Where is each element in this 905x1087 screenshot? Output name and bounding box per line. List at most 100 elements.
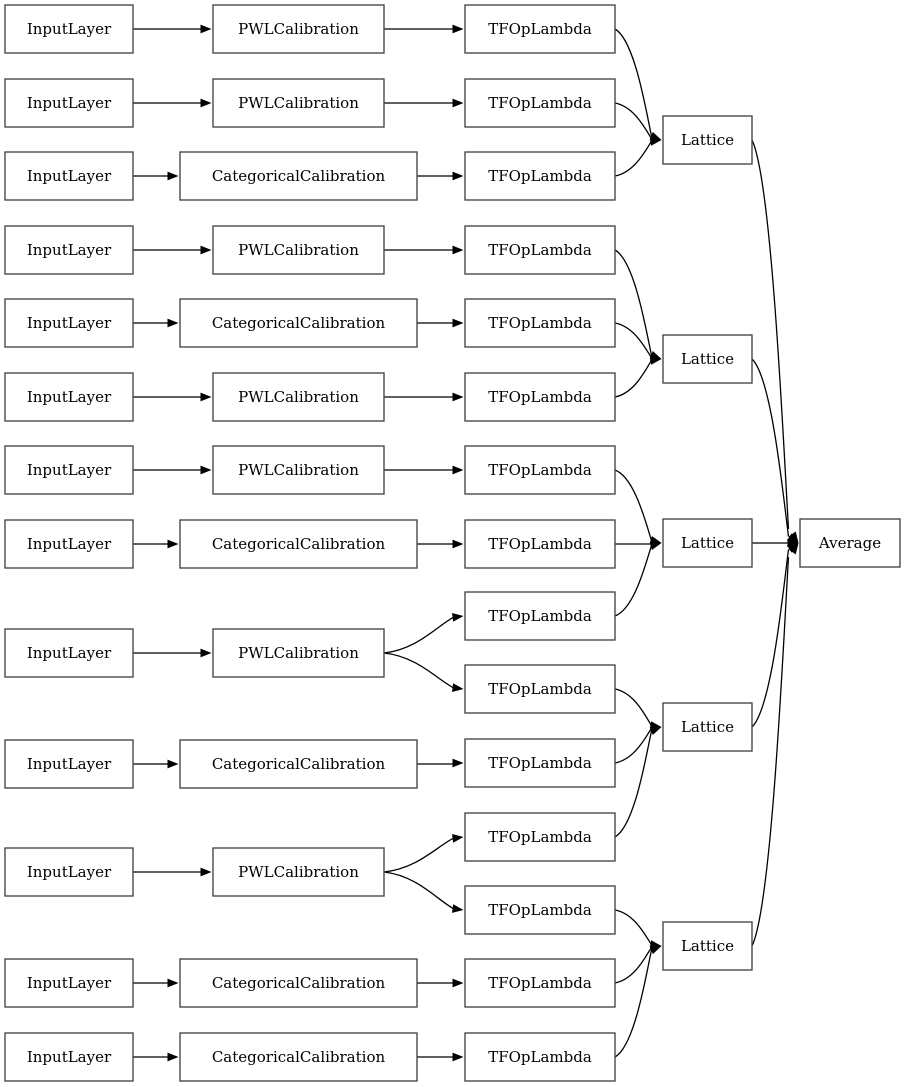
node-box[interactable] [799, 518, 901, 568]
node-box[interactable] [212, 445, 385, 495]
node-box[interactable] [4, 4, 134, 54]
node-box[interactable] [4, 958, 134, 1008]
node-tfop-lambda-op4[interactable]: TFOpLambda [464, 225, 616, 275]
node-box[interactable] [4, 847, 134, 897]
node-lattice-lat1[interactable]: Lattice [662, 115, 753, 165]
node-input-layer-in8[interactable]: InputLayer [4, 519, 134, 569]
node-box[interactable] [662, 518, 753, 568]
node-box[interactable] [464, 298, 616, 348]
node-box[interactable] [212, 372, 385, 422]
node-tfop-lambda-op11[interactable]: TFOpLambda [464, 738, 616, 788]
node-input-layer-in12[interactable]: InputLayer [4, 958, 134, 1008]
node-tfop-lambda-op3[interactable]: TFOpLambda [464, 151, 616, 201]
node-box[interactable] [464, 812, 616, 862]
node-lattice-lat4[interactable]: Lattice [662, 702, 753, 752]
node-box[interactable] [464, 1032, 616, 1082]
node-tfop-lambda-op9[interactable]: TFOpLambda [464, 591, 616, 641]
node-tfop-lambda-op8[interactable]: TFOpLambda [464, 519, 616, 569]
node-box[interactable] [662, 921, 753, 971]
node-box[interactable] [179, 151, 418, 201]
node-input-layer-in5[interactable]: InputLayer [4, 298, 134, 348]
node-box[interactable] [4, 298, 134, 348]
node-box[interactable] [464, 4, 616, 54]
node-box[interactable] [464, 445, 616, 495]
node-input-layer-in1[interactable]: InputLayer [4, 4, 134, 54]
node-box[interactable] [662, 702, 753, 752]
edge-arrowhead [452, 171, 464, 181]
node-categorical-calibration-cal13[interactable]: CategoricalCalibration [179, 1032, 418, 1082]
node-average-avg[interactable]: Average [799, 518, 901, 568]
node-label: TFOpLambda [488, 388, 592, 406]
node-input-layer-in10[interactable]: InputLayer [4, 739, 134, 789]
node-label: TFOpLambda [488, 974, 592, 992]
node-box[interactable] [464, 591, 616, 641]
node-pwlcalibration-cal6[interactable]: PWLCalibration [212, 372, 385, 422]
node-box[interactable] [662, 334, 753, 384]
node-input-layer-in3[interactable]: InputLayer [4, 151, 134, 201]
node-box[interactable] [662, 115, 753, 165]
node-box[interactable] [179, 739, 418, 789]
node-box[interactable] [212, 628, 385, 678]
node-box[interactable] [464, 958, 616, 1008]
node-tfop-lambda-op13[interactable]: TFOpLambda [464, 885, 616, 935]
node-categorical-calibration-cal10[interactable]: CategoricalCalibration [179, 739, 418, 789]
node-pwlcalibration-cal7[interactable]: PWLCalibration [212, 445, 385, 495]
node-box[interactable] [464, 738, 616, 788]
node-box[interactable] [179, 958, 418, 1008]
node-tfop-lambda-op5[interactable]: TFOpLambda [464, 298, 616, 348]
node-pwlcalibration-cal4[interactable]: PWLCalibration [212, 225, 385, 275]
node-box[interactable] [179, 298, 418, 348]
node-tfop-lambda-op6[interactable]: TFOpLambda [464, 372, 616, 422]
node-box[interactable] [4, 1032, 134, 1082]
node-tfop-lambda-op2[interactable]: TFOpLambda [464, 78, 616, 128]
node-box[interactable] [464, 372, 616, 422]
node-pwlcalibration-cal1[interactable]: PWLCalibration [212, 4, 385, 54]
node-box[interactable] [4, 739, 134, 789]
node-input-layer-in6[interactable]: InputLayer [4, 372, 134, 422]
node-box[interactable] [464, 151, 616, 201]
node-input-layer-in13[interactable]: InputLayer [4, 1032, 134, 1082]
node-box[interactable] [4, 519, 134, 569]
node-categorical-calibration-cal3[interactable]: CategoricalCalibration [179, 151, 418, 201]
node-box[interactable] [464, 885, 616, 935]
node-categorical-calibration-cal12[interactable]: CategoricalCalibration [179, 958, 418, 1008]
node-box[interactable] [4, 225, 134, 275]
node-box[interactable] [464, 519, 616, 569]
node-lattice-lat3[interactable]: Lattice [662, 518, 753, 568]
node-box[interactable] [179, 1032, 418, 1082]
node-input-layer-in9[interactable]: InputLayer [4, 628, 134, 678]
node-box[interactable] [212, 847, 385, 897]
node-pwlcalibration-cal2[interactable]: PWLCalibration [212, 78, 385, 128]
node-input-layer-in4[interactable]: InputLayer [4, 225, 134, 275]
node-tfop-lambda-op14[interactable]: TFOpLambda [464, 958, 616, 1008]
node-box[interactable] [212, 4, 385, 54]
node-input-layer-in11[interactable]: InputLayer [4, 847, 134, 897]
node-box[interactable] [4, 628, 134, 678]
node-tfop-lambda-op7[interactable]: TFOpLambda [464, 445, 616, 495]
node-lattice-lat2[interactable]: Lattice [662, 334, 753, 384]
node-box[interactable] [464, 78, 616, 128]
node-box[interactable] [212, 78, 385, 128]
node-input-layer-in7[interactable]: InputLayer [4, 445, 134, 495]
edge-op12-to-lat4 [614, 730, 653, 838]
node-label: Lattice [681, 131, 734, 149]
node-pwlcalibration-cal9[interactable]: PWLCalibration [212, 628, 385, 678]
node-box[interactable] [179, 519, 418, 569]
node-box[interactable] [4, 372, 134, 422]
edge-op11-to-lat4 [614, 727, 653, 764]
node-categorical-calibration-cal5[interactable]: CategoricalCalibration [179, 298, 418, 348]
node-box[interactable] [4, 151, 134, 201]
node-box[interactable] [4, 445, 134, 495]
node-input-layer-in2[interactable]: InputLayer [4, 78, 134, 128]
node-tfop-lambda-op15[interactable]: TFOpLambda [464, 1032, 616, 1082]
node-tfop-lambda-op1[interactable]: TFOpLambda [464, 4, 616, 54]
node-categorical-calibration-cal8[interactable]: CategoricalCalibration [179, 519, 418, 569]
node-box[interactable] [464, 225, 616, 275]
node-box[interactable] [464, 664, 616, 714]
node-box[interactable] [4, 78, 134, 128]
node-box[interactable] [212, 225, 385, 275]
node-pwlcalibration-cal11[interactable]: PWLCalibration [212, 847, 385, 897]
node-tfop-lambda-op12[interactable]: TFOpLambda [464, 812, 616, 862]
node-lattice-lat5[interactable]: Lattice [662, 921, 753, 971]
node-tfop-lambda-op10[interactable]: TFOpLambda [464, 664, 616, 714]
